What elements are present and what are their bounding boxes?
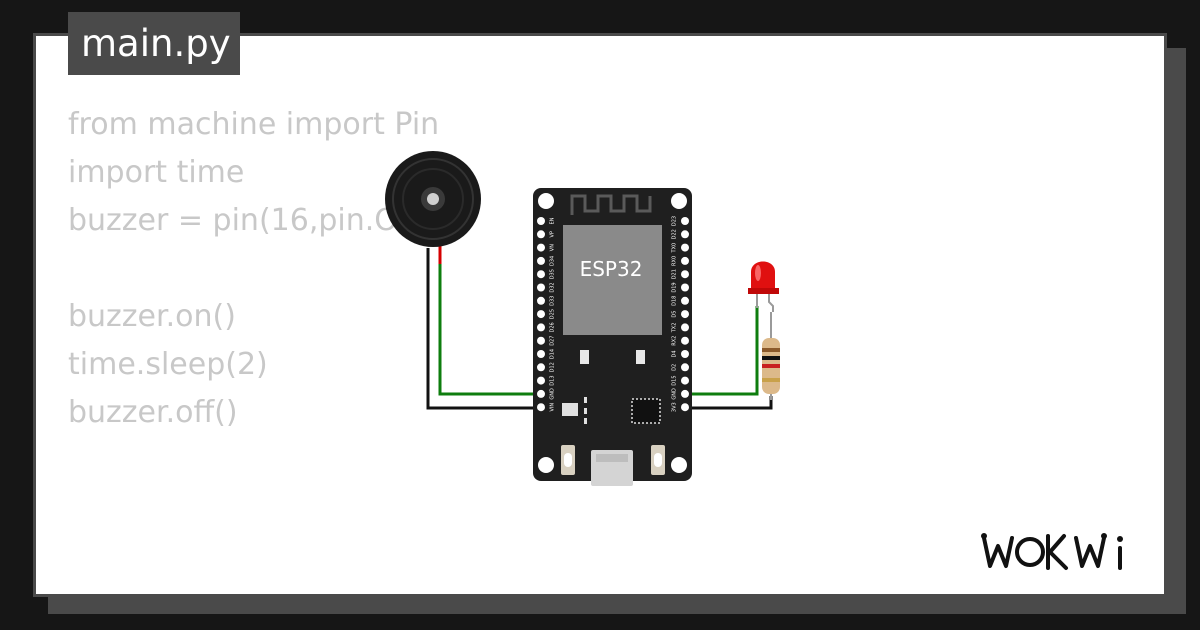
wire-led-signal[interactable] [685, 306, 759, 396]
code-line: buzzer = pin(16,pin.O [68, 203, 398, 238]
pin-label-right: TX2 [672, 323, 678, 334]
code-line: import time [68, 155, 245, 190]
wokwi-logo [981, 533, 1123, 570]
en-button[interactable] [651, 445, 665, 475]
code-line: buzzer.off() [68, 395, 238, 430]
pin-right-d18[interactable] [681, 296, 689, 305]
pin-right-gnd[interactable] [681, 389, 689, 398]
code-line: from machine import Pin [68, 107, 440, 142]
resistor[interactable] [762, 312, 780, 400]
pin-left-d25[interactable] [537, 310, 545, 319]
file-tab-label: main.py [81, 22, 231, 65]
pin-label-right: D5 [672, 311, 678, 318]
pin-left-d33[interactable] [537, 296, 545, 305]
pin-label-left: D13 [550, 375, 556, 385]
pin-left-d26[interactable] [537, 323, 545, 332]
pin-left-vp[interactable] [537, 230, 545, 239]
pin-label-left: VP [550, 231, 556, 237]
pin-right-d15[interactable] [681, 376, 689, 385]
esp32-chip-label: ESP32 [580, 257, 643, 281]
pin-right-d5[interactable] [681, 310, 689, 319]
pin-label-left: VIN [550, 403, 556, 412]
pin-left-d13[interactable] [537, 376, 545, 385]
pin-right-tx2[interactable] [681, 323, 689, 332]
pin-left-d34[interactable] [537, 256, 545, 265]
pin-right-d21[interactable] [681, 270, 689, 279]
wire-buzzer-signal[interactable] [438, 248, 541, 396]
file-tab-main-py[interactable]: main.py [68, 12, 240, 75]
pin-label-left: D35 [550, 269, 556, 279]
pin-right-rx0[interactable] [681, 256, 689, 265]
pin-label-left: EN [550, 217, 556, 224]
pin-label-left: D26 [550, 322, 556, 332]
pin-label-left: D12 [550, 362, 556, 372]
pin-right-3v3[interactable] [681, 403, 689, 412]
buzzer[interactable] [385, 151, 481, 247]
wire-resistor-gnd[interactable] [685, 396, 773, 410]
pin-label-right: D15 [672, 375, 678, 385]
pin-label-right: D22 [672, 229, 678, 239]
pin-left-vn[interactable] [537, 243, 545, 252]
code-line: buzzer.on() [68, 299, 236, 334]
code-preview: from machine import Pin import time buzz… [68, 103, 439, 439]
pin-label-right: GND [672, 388, 678, 400]
pin-right-d23[interactable] [681, 217, 689, 225]
pin-label-left: D32 [550, 282, 556, 292]
pin-label-right: D19 [672, 282, 678, 292]
usb-serial-chip [631, 398, 661, 424]
pin-left-en[interactable] [537, 217, 545, 225]
esp32-board[interactable]: ESP32 ENVPVND34D35D32D33D25D26D27D14D12D… [533, 188, 692, 486]
pin-label-right: D4 [672, 350, 678, 357]
pin-left-d35[interactable] [537, 270, 545, 279]
pin-label-left: GND [550, 388, 556, 400]
pin-label-left: D27 [550, 336, 556, 346]
boot-button[interactable] [561, 445, 575, 475]
voltage-regulator [562, 403, 578, 416]
code-line: time.sleep(2) [68, 347, 268, 382]
pin-label-left: D34 [550, 256, 556, 266]
pin-label-right: RX0 [672, 256, 678, 266]
pin-left-d14[interactable] [537, 350, 545, 358]
pin-label-right: TX0 [672, 243, 678, 254]
pin-left-d27[interactable] [537, 336, 545, 345]
antenna-trace [570, 194, 652, 215]
pin-right-rx2[interactable] [681, 336, 689, 345]
pin-right-d4[interactable] [681, 350, 689, 358]
pin-label-right: D23 [672, 216, 678, 226]
pin-label-left: D25 [550, 309, 556, 319]
pin-label-right: D21 [672, 269, 678, 279]
pin-label-left: D33 [550, 296, 556, 306]
pin-label-right: 3V3 [672, 402, 678, 412]
pin-label-right: RX2 [672, 336, 678, 346]
pin-label-right: D2 [672, 364, 678, 371]
pin-right-tx0[interactable] [681, 243, 689, 252]
pin-right-d19[interactable] [681, 283, 689, 292]
pin-label-left: D14 [550, 349, 556, 359]
pin-label-left: VN [550, 244, 556, 251]
red-led[interactable] [748, 261, 779, 313]
pin-label-right: D18 [672, 296, 678, 306]
wire-buzzer-gnd[interactable] [426, 248, 541, 410]
esp32-chip [563, 225, 662, 335]
pin-left-d12[interactable] [537, 363, 545, 372]
pin-left-vin[interactable] [537, 403, 545, 412]
pin-right-d2[interactable] [681, 363, 689, 372]
pin-left-d32[interactable] [537, 283, 545, 292]
pin-left-gnd[interactable] [537, 389, 545, 398]
pin-right-d22[interactable] [681, 230, 689, 239]
